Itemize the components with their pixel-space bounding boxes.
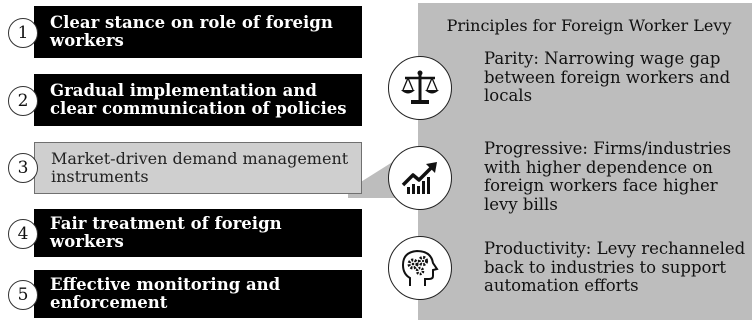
item-text: Market-driven demand management instrume… [51, 149, 349, 186]
principle-parity-text: Parity: Narrowing wage gap between forei… [484, 49, 731, 106]
item-box-3: Market-driven demand management instrume… [34, 142, 362, 194]
panel-title: Principles for Foreign Worker Levy [446, 16, 732, 35]
item-box-4: Fair treatment of foreign workers [34, 209, 362, 257]
principle-productivity-text: Productivity: Levy rechanneled back to i… [484, 239, 746, 296]
head-gears-icon [388, 236, 452, 300]
item-box-2: Gradual implementation and clear communi… [34, 74, 362, 126]
item-number-2: 2 [8, 86, 38, 116]
item-box-5: Effective monitoring and enforcement [34, 270, 362, 318]
principle-progressive-text: Progressive: Firms/industries with highe… [484, 139, 732, 214]
item-text: Fair treatment of foreign workers [50, 214, 282, 251]
item-number-1: 1 [8, 18, 38, 48]
item-text: Clear stance on role of foreign workers [50, 13, 333, 50]
item-number-3: 3 [8, 153, 38, 183]
item-number-5: 5 [8, 280, 38, 310]
rising-chart-icon [388, 146, 452, 210]
item-text: Effective monitoring and enforcement [50, 275, 281, 312]
item-box-1: Clear stance on role of foreign workers [34, 6, 362, 58]
balance-scale-icon [388, 56, 452, 120]
item-text: Gradual implementation and clear communi… [50, 81, 347, 118]
item-number-4: 4 [8, 219, 38, 249]
